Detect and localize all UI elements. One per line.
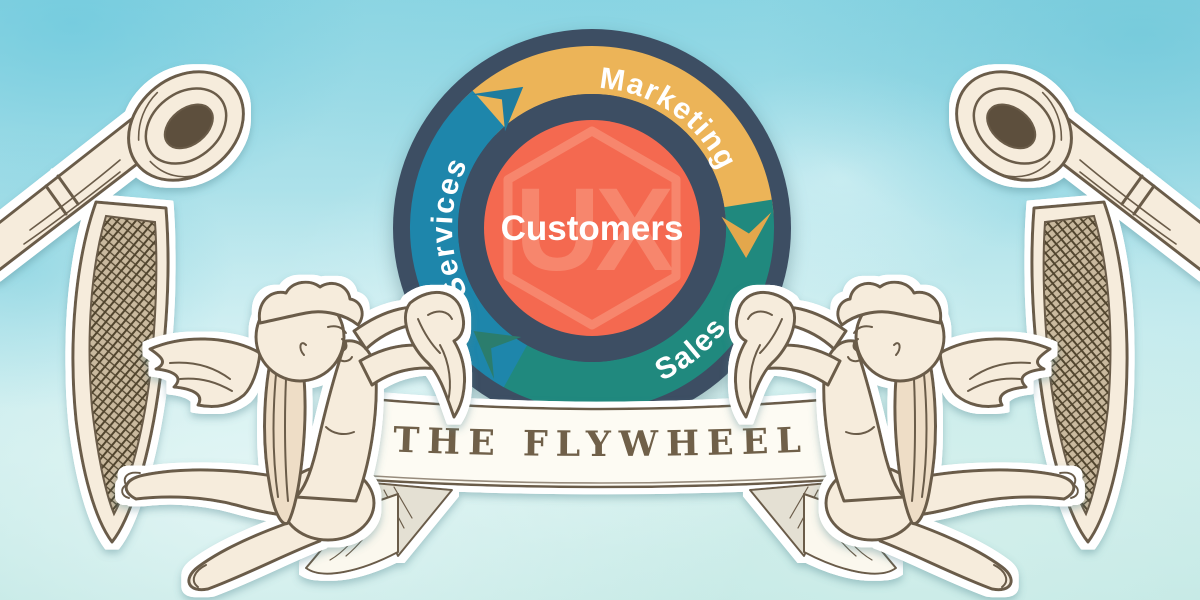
customers-hub bbox=[484, 120, 700, 336]
flywheel-diagram: UX Customers Marketing Sales Services bbox=[393, 29, 791, 427]
marketing-arrow-tip bbox=[721, 212, 772, 258]
ribbon-banner: THE FLYWHEEL bbox=[305, 394, 897, 575]
ux-hexagon-logo bbox=[503, 126, 681, 330]
ux-logo-text: UX bbox=[515, 164, 673, 296]
sales-arrow-tip bbox=[473, 331, 522, 379]
left-horn-icon bbox=[0, 47, 267, 544]
svg-text:THE FLYWHEEL: THE FLYWHEEL bbox=[392, 420, 809, 465]
segment-sales bbox=[490, 199, 775, 411]
right-horn-icon bbox=[933, 47, 1200, 544]
services-arrow-tip bbox=[471, 86, 524, 132]
segment-marketing bbox=[461, 46, 774, 219]
banner-title: THE FLYWHEEL bbox=[392, 420, 801, 465]
customers-label: Customers bbox=[501, 209, 684, 248]
